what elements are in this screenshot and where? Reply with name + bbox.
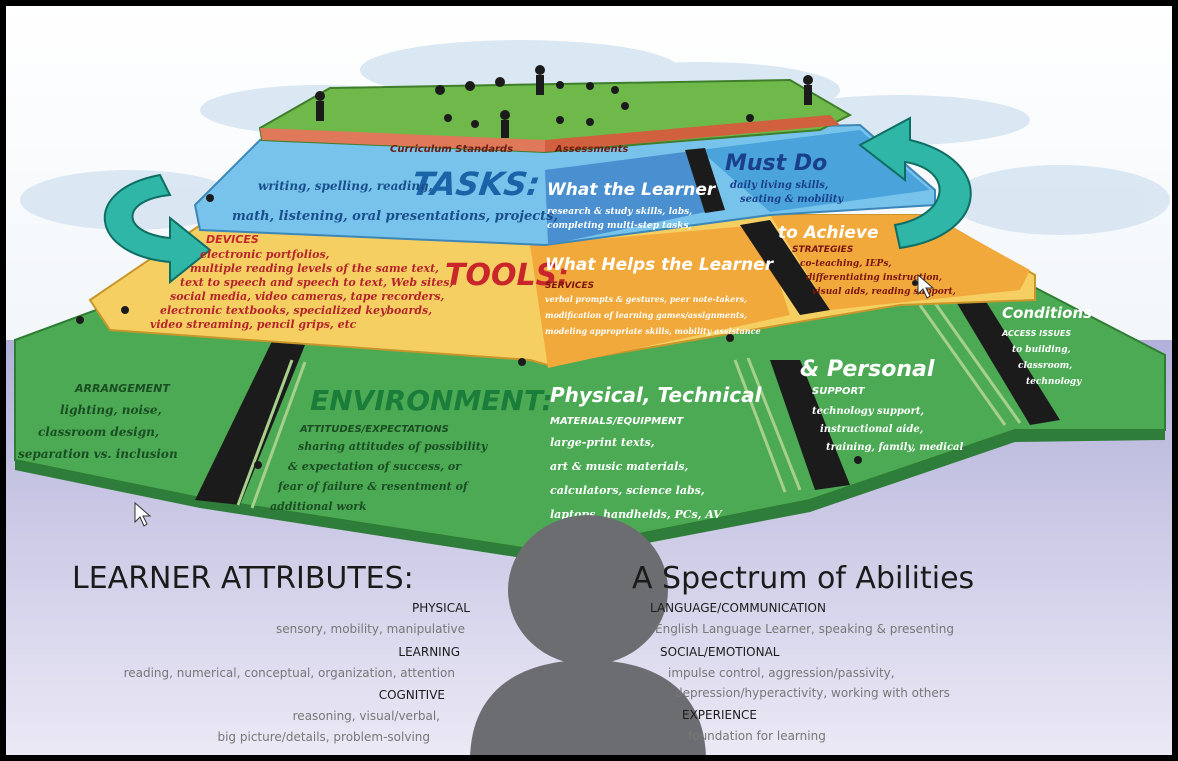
- social-desc-1: impulse control, aggression/passivity,: [668, 666, 895, 680]
- cycle-arrow-right: [858, 116, 972, 250]
- attributes-title-right: A Spectrum of Abilities: [632, 561, 974, 596]
- personal-heading: & Personal: [800, 357, 935, 382]
- cycle-arrow-left: [104, 173, 212, 285]
- learner-line-2: completing multi-step tasks,: [547, 221, 692, 231]
- access-line-1: to building,: [1012, 345, 1071, 355]
- learner-line-1: research & study skills, labs,: [547, 207, 692, 217]
- tools-line-5: electronic textbooks, specialized keyboa…: [160, 304, 432, 317]
- cursor-icon: [134, 501, 152, 527]
- materials-line-1: large-print texts,: [550, 436, 655, 449]
- tasks-line-1: writing, spelling, reading,: [258, 179, 433, 193]
- must-line-1: daily living skills,: [730, 180, 828, 191]
- tools-line-4: social media, video cameras, tape record…: [170, 290, 445, 303]
- attitudes-line-3: fear of failure & resentment of: [277, 480, 470, 493]
- arrangement-label: ARRANGEMENT: [74, 382, 171, 395]
- top-edge-assessments: [545, 115, 840, 152]
- learning-desc: reading, numerical, conceptual, organiza…: [124, 666, 455, 680]
- learner-heading: What the Learner: [547, 180, 717, 200]
- must-line-2: seating & mobility: [740, 194, 844, 205]
- access-line-3: technology: [1026, 377, 1082, 387]
- materials-line-2: art & music materials,: [550, 460, 688, 473]
- arrangement-line-2: classroom design,: [38, 425, 159, 439]
- learning-label: LEARNING: [398, 645, 460, 659]
- top-edge-curriculum: [260, 128, 545, 152]
- strategies-line-3: visual aids, reading support,: [812, 287, 956, 297]
- attitudes-label: ATTITUDES/EXPECTATIONS: [299, 424, 449, 435]
- cognitive-desc-2: big picture/details, problem-solving: [217, 730, 430, 744]
- assessments-label: Assessments: [554, 144, 628, 155]
- tools-line-3: text to speech and speech to text, Web s…: [180, 276, 454, 289]
- strategies-line-2: differentiating instruction,: [806, 273, 942, 283]
- devices-label: DEVICES: [206, 233, 259, 246]
- tasks-heading: TASKS:: [409, 165, 542, 203]
- helps-heading: What Helps the Learner: [545, 255, 775, 275]
- tools-heading: TOOLS:: [445, 258, 569, 293]
- support-label: SUPPORT: [812, 386, 866, 397]
- env-divider-3: [955, 300, 1060, 425]
- attitudes-line-1: sharing attitudes of possibility: [298, 440, 489, 453]
- social-label: SOCIAL/EMOTIONAL: [660, 645, 780, 659]
- language-desc: English Language Learner, speaking & pre…: [655, 622, 954, 636]
- experience-label: EXPERIENCE: [682, 708, 757, 722]
- strategies-line-1: co-teaching, IEPs,: [800, 259, 892, 269]
- attributes-left: PHYSICAL sensory, mobility, manipulative…: [124, 601, 471, 744]
- attributes-right: LANGUAGE/COMMUNICATION English Language …: [650, 601, 954, 743]
- tools-line-1: electronic portfolios,: [200, 248, 330, 261]
- materials-label: MATERIALS/EQUIPMENT: [550, 416, 684, 427]
- must-do-heading: Must Do: [725, 151, 827, 176]
- arrangement-line-1: lighting, noise,: [60, 403, 162, 417]
- physical-label: PHYSICAL: [412, 601, 470, 615]
- ladder-env-mid: [733, 357, 802, 493]
- services-label: SERVICES: [545, 281, 594, 291]
- cognitive-desc-1: reasoning, visual/verbal,: [293, 709, 440, 723]
- ladder-env-right: [918, 302, 1022, 426]
- physical-technical-heading: Physical, Technical: [550, 383, 763, 407]
- cognitive-label: COGNITIVE: [379, 688, 445, 702]
- services-line-3: modeling appropriate skills, mobility as…: [545, 326, 761, 336]
- social-desc-2: depression/hyperactivity, working with o…: [675, 686, 950, 700]
- services-line-2: modification of learning games/assignmen…: [545, 310, 747, 320]
- access-line-2: classroom,: [1018, 361, 1072, 371]
- tasks-line-2: math, listening, oral presentations, pro…: [232, 209, 558, 224]
- experience-desc: foundation for learning: [688, 729, 826, 743]
- learner-silhouette: [470, 515, 706, 761]
- support-line-3: training, family, medical: [826, 442, 964, 453]
- cursor-icon-2: [917, 273, 935, 299]
- env-divider-2: [770, 360, 850, 490]
- tools-divider: [740, 220, 830, 315]
- strategies-label: STRATEGIES: [792, 245, 853, 255]
- tools-line-6: video streaming, pencil grips, etc: [150, 318, 357, 331]
- conditions-heading: Conditions: [1002, 304, 1092, 322]
- tools-services-panel: [530, 225, 790, 368]
- support-line-1: technology support,: [812, 406, 924, 417]
- access-label: ACCESS ISSUES: [1001, 329, 1071, 338]
- attitudes-line-4: additional work: [270, 500, 367, 513]
- arrangement-line-3: separation vs. inclusion: [18, 447, 178, 461]
- env-divider-1: [195, 335, 305, 505]
- attributes-title-left: LEARNER ATTRIBUTES:: [72, 561, 414, 596]
- curriculum-standards-label: Curriculum Standards: [390, 144, 513, 155]
- physical-desc: sensory, mobility, manipulative: [276, 622, 465, 636]
- language-label: LANGUAGE/COMMUNICATION: [650, 601, 826, 615]
- tools-strategies-panel: [770, 215, 1030, 310]
- tasks-divider: [685, 148, 725, 213]
- tasks-learner-panel: [545, 150, 715, 245]
- attitudes-line-2: & expectation of success, or: [288, 460, 462, 473]
- services-line-1: verbal prompts & gestures, peer note-tak…: [545, 294, 747, 304]
- ladder-env-left: [236, 359, 307, 509]
- support-line-2: instructional aide,: [820, 424, 923, 435]
- environment-heading: ENVIRONMENT:: [310, 384, 553, 417]
- tools-line-2: multiple reading levels of the same text…: [190, 262, 439, 275]
- achieve-heading: to Achieve: [778, 223, 879, 243]
- materials-line-3: calculators, science labs,: [550, 484, 705, 497]
- people-figures: [76, 65, 954, 469]
